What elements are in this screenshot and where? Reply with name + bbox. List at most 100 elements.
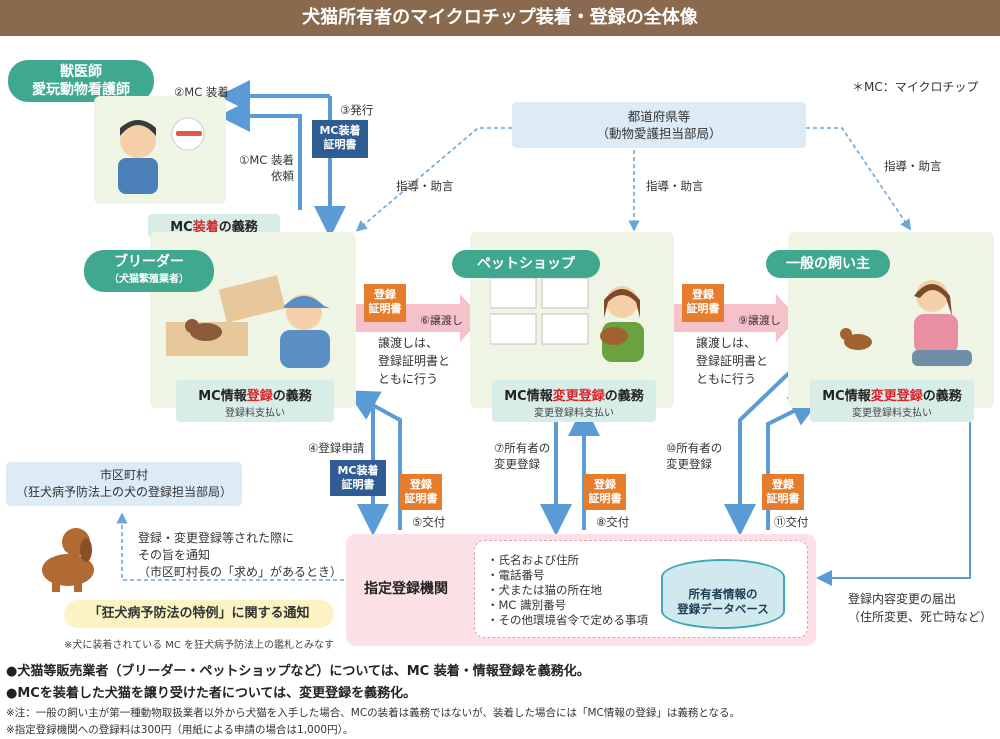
reg-cert-5: 登録 証明書: [400, 474, 442, 510]
install-request-line2: 依頼: [271, 169, 294, 183]
issue8-label: ⑧交付: [596, 515, 630, 529]
owner-label: 一般の飼い主: [766, 250, 890, 278]
org-info-box: ・氏名および住所 ・電話番号 ・犬または猫の所在地 ・MC 識別番号 ・その他環…: [474, 540, 808, 638]
org-items-list: ・氏名および住所 ・電話番号 ・犬または猫の所在地 ・MC 識別番号 ・その他環…: [487, 553, 648, 628]
issue5-label: ⑤交付: [412, 515, 446, 529]
owner-duty-suffix: の義務: [922, 389, 962, 404]
petshop-duty-red: 変更登録: [552, 389, 605, 404]
municipality-line2: （狂犬病予防法上の犬の登録担当部局）: [15, 485, 232, 499]
guidance-right: 指導・助言: [884, 159, 942, 173]
breeder-label: ブリーダー （犬猫繁殖業者）: [84, 250, 214, 292]
owner-change7: ⑦所有者の 変更登録: [494, 440, 550, 472]
notify-text: 登録・変更登録等された際に その旨を通知 （市区町村長の「求め」があるとき）: [138, 530, 342, 581]
mc-note: ＊MC：マイクロチップ: [852, 80, 979, 94]
database-line1: 所有者情報の: [688, 587, 758, 601]
breeder-label-line2: （犬猫繁殖業者）: [109, 274, 189, 285]
transfer-note-6-line3: ともに行う: [378, 372, 439, 386]
petshop-duty-suffix: の義務: [604, 389, 644, 404]
notify-text-line2: その旨を通知: [138, 548, 211, 562]
municipality-line1: 市区町村: [99, 468, 148, 482]
breeder-illustration: [166, 275, 330, 368]
mc-install-duty-prefix: MC: [170, 220, 193, 235]
vet-panel: [94, 96, 226, 204]
notify-text-line1: 登録・変更登録等された際に: [138, 531, 295, 545]
transfer-note-9-line1: 譲渡しは、: [696, 336, 757, 350]
issue-label: ③発行: [340, 103, 374, 117]
mc-install-duty-suffix: の義務: [218, 220, 258, 235]
guidance-center: 指導・助言: [646, 179, 704, 193]
prefecture-box: 都道府県等 （動物愛護担当部局）: [512, 102, 806, 148]
org-item: ・犬または猫の所在地: [487, 583, 602, 597]
transfer-note-9-line3: ともに行う: [696, 372, 757, 386]
mc-cert-lower: MC装着 証明書: [330, 460, 386, 496]
reg-cert-11-line1: 登録: [772, 478, 794, 491]
reg-cert-6: 登録 証明書: [364, 284, 406, 322]
reg-cert-8-line1: 登録: [594, 478, 616, 491]
transfer-note-6-line2: 登録証明書と: [378, 354, 451, 368]
reg-cert-5-line1: 登録: [410, 478, 432, 491]
page-title: 犬猫所有者のマイクロチップ装着・登録の全体像: [0, 0, 1000, 36]
transfer-note-9: 譲渡しは、 登録証明書と ともに行う: [696, 334, 768, 388]
change-report: 登録内容変更の届出 （住所変更、死亡時など）: [848, 590, 992, 626]
petshop-duty: MC情報変更登録の義務 変更登録料支払い: [492, 380, 656, 422]
footnote-1: ※注：一般の飼い主が第一種動物取扱業者以外から犬猫を入手した場合、MCの装着は義…: [6, 707, 741, 719]
bullet-2: ●MCを装着した犬猫を譲り受けた者については、変更登録を義務化。: [6, 686, 417, 701]
petshop-illustration: [490, 278, 644, 362]
install-request-label: ①MC 装着 依頼: [234, 152, 294, 184]
mc-cert-lower-line1: MC装着: [337, 464, 379, 477]
transfer9-label: ⑨譲渡し: [738, 314, 781, 327]
rabies-notice: 「狂犬病予防法の特例」に関する通知: [64, 600, 334, 628]
breeder-panel: MC情報登録の義務 登録料支払い: [150, 232, 356, 422]
breeder-duty-prefix: MC情報: [198, 389, 247, 404]
owner-illustration: [840, 280, 972, 366]
reg-cert-8-line2: 証明書: [588, 492, 622, 505]
install-request-line1: ①MC 装着: [239, 153, 294, 167]
owner-change10-line1: ⑩所有者の: [666, 441, 723, 455]
vet-label: 獣医師 愛玩動物看護師: [8, 60, 154, 102]
reg-cert-6-line1: 登録: [374, 288, 396, 301]
mc-install-certificate: MC装着 証明書: [312, 120, 368, 158]
owner-change10: ⑩所有者の 変更登録: [666, 440, 722, 472]
mc-cert-line1: MC装着: [319, 124, 361, 137]
breeder-label-line1: ブリーダー: [114, 254, 184, 270]
prefecture-line2: （動物愛護担当部局）: [596, 126, 722, 141]
transfer-note-6: 譲渡しは、 登録証明書と ともに行う: [378, 334, 450, 388]
vet-label-line2: 愛玩動物看護師: [32, 82, 130, 98]
reg-cert-11-line2: 証明書: [766, 492, 800, 505]
petshop-duty-sub: 変更登録料支払い: [534, 408, 614, 419]
breeder-duty-sub: 登録料支払い: [225, 408, 285, 419]
org-item: ・MC 識別番号: [487, 598, 567, 612]
owner-change7-line1: ⑦所有者の: [494, 441, 551, 455]
owner-duty-prefix: MC情報: [822, 389, 871, 404]
designated-org-label: 指定登録機関: [364, 581, 448, 597]
transfer6-label: ⑥譲渡し: [420, 314, 463, 327]
reg-apply-label: ④登録申請: [308, 441, 365, 455]
vet-illustration: [118, 117, 205, 194]
rabies-note: ※犬に装着されている MC を狂犬病予防法上の鑑札とみなす: [64, 640, 335, 651]
org-item: ・その他環境省令で定める事項: [487, 613, 648, 627]
petshop-label: ペットショップ: [452, 250, 600, 278]
footnote-2: ※指定登録機関への登録料は300円（用紙による申請の場合は1,000円）。: [6, 724, 354, 736]
reg-cert-9-line1: 登録: [692, 288, 714, 301]
reg-cert-8: 登録 証明書: [584, 474, 626, 510]
transfer-note-6-line1: 譲渡しは、: [378, 336, 439, 350]
designated-org-panel: 指定登録機関 ・氏名および住所 ・電話番号 ・犬または猫の所在地 ・MC 識別番…: [346, 534, 816, 646]
mc-install-duty-red: 装着: [192, 220, 219, 235]
org-item: ・氏名および住所: [487, 553, 579, 567]
change-report-line1: 登録内容変更の届出: [848, 592, 957, 606]
reg-cert-5-line2: 証明書: [404, 492, 438, 505]
breeder-duty-suffix: の義務: [272, 389, 312, 404]
vet-label-line1: 獣医師: [60, 64, 102, 80]
issue11-label: ⑪交付: [774, 515, 809, 529]
owner-change7-line2: 変更登録: [494, 457, 540, 471]
breeder-duty: MC情報登録の義務 登録料支払い: [176, 380, 334, 422]
reg-cert-6-line2: 証明書: [368, 302, 402, 315]
change-report-line2: （住所変更、死亡時など）: [848, 610, 993, 624]
municipality-box: 市区町村 （狂犬病予防法上の犬の登録担当部局）: [6, 462, 242, 506]
bullet-1: ●犬猫等販売業者（ブリーダー・ペットショップなど）については、MC 装着・情報登…: [6, 664, 590, 679]
mc-install-duty: MC装着の義務: [148, 214, 280, 238]
org-item: ・電話番号: [487, 568, 545, 582]
owner-duty-red: 変更登録: [870, 389, 923, 404]
reg-cert-9: 登録 証明書: [682, 284, 724, 322]
reg-cert-9-line2: 証明書: [686, 302, 720, 315]
